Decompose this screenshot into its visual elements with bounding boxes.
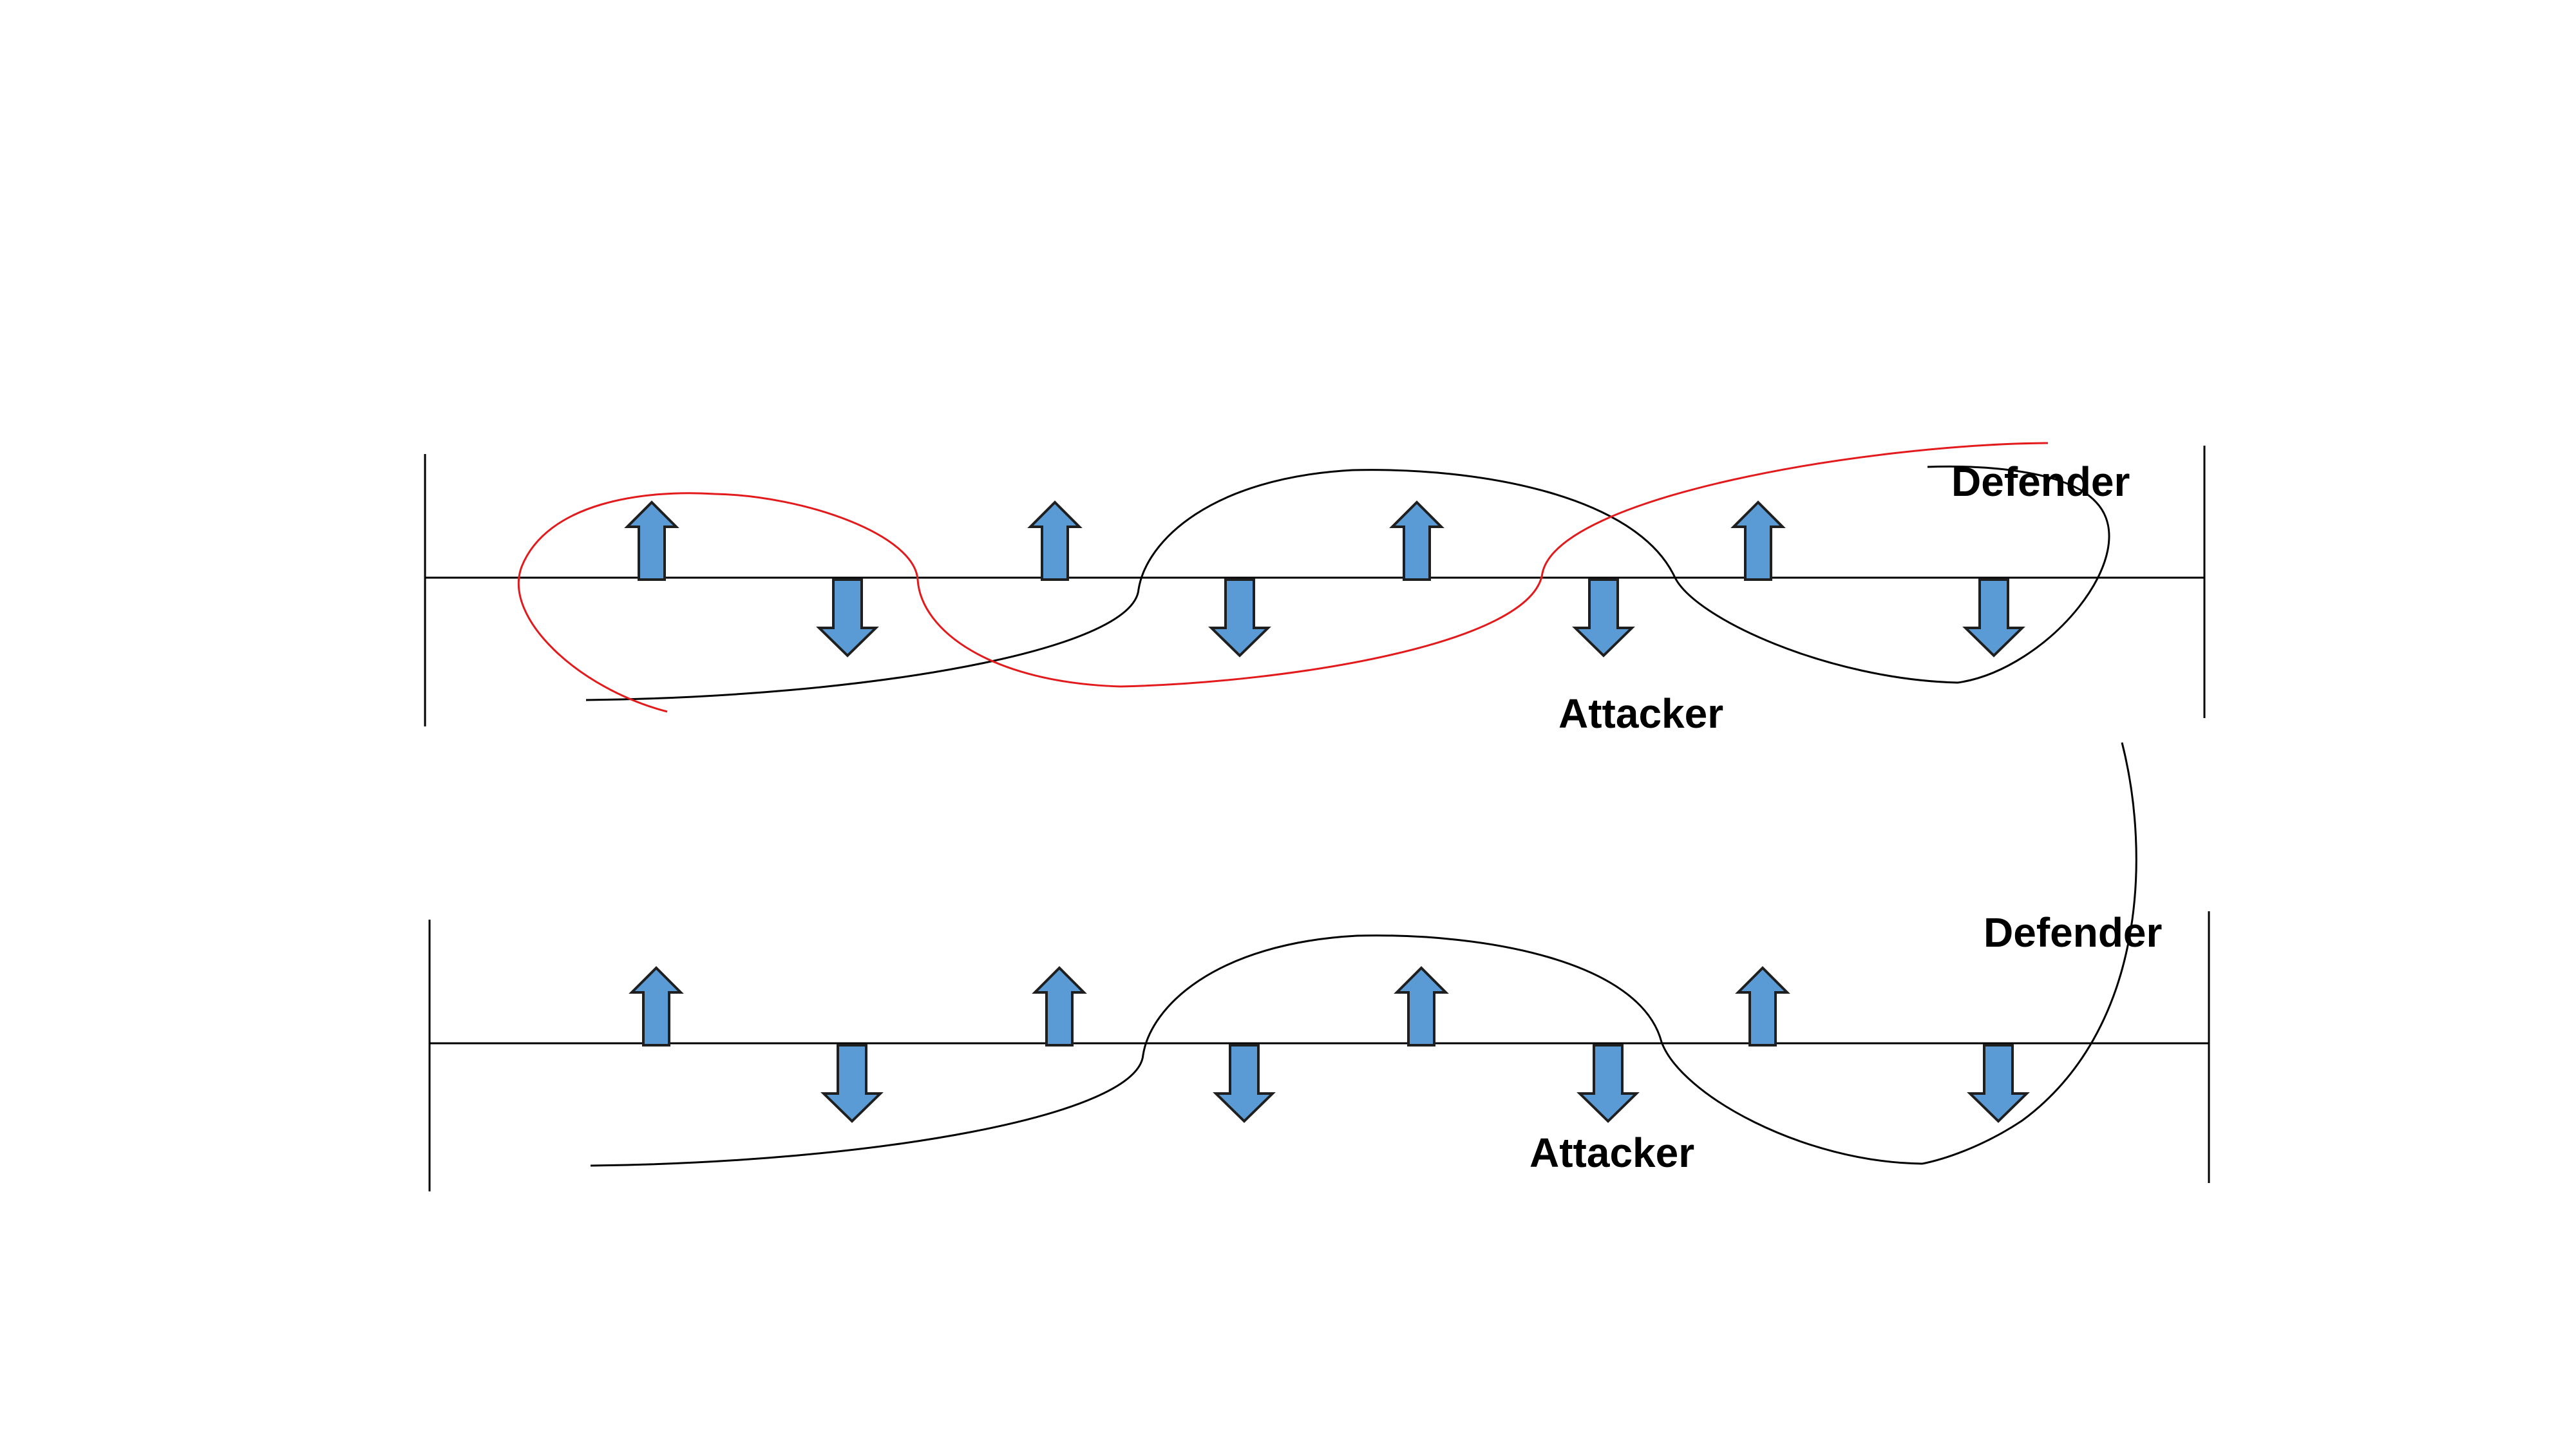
down-arrow-icon xyxy=(1967,1044,2030,1123)
top-arrow-up-3 xyxy=(1389,500,1444,581)
top-defender-label: Defender xyxy=(1951,459,2130,505)
top-arrow-up-2 xyxy=(1027,500,1083,581)
bottom-attacker-label: Attacker xyxy=(1530,1130,1694,1176)
connecting-curve xyxy=(1922,742,2137,1165)
down-arrow-icon xyxy=(1572,578,1635,658)
top-arrow-up-1 xyxy=(624,500,679,581)
bottom-arrow-up-4 xyxy=(1735,966,1790,1046)
down-arrow-icon xyxy=(1208,578,1271,658)
down-arrow-icon xyxy=(1213,1044,1276,1123)
bottom-arrow-down-1 xyxy=(820,1044,884,1123)
up-arrow-icon xyxy=(1730,500,1786,581)
top-arrow-down-1 xyxy=(816,578,879,658)
bottom-arrow-up-2 xyxy=(1032,966,1087,1046)
up-arrow-icon xyxy=(624,500,679,581)
up-arrow-icon xyxy=(1735,966,1790,1046)
up-arrow-icon xyxy=(1389,500,1444,581)
bottom-arrow-up-1 xyxy=(629,966,684,1046)
down-arrow-icon xyxy=(1962,578,2025,658)
top-attacker-path xyxy=(585,465,2110,701)
up-arrow-icon xyxy=(1032,966,1087,1046)
top-arrow-up-4 xyxy=(1730,500,1786,581)
top-arrow-down-4 xyxy=(1962,578,2025,658)
top-highlight-path xyxy=(517,442,2049,713)
down-arrow-icon xyxy=(820,1044,884,1123)
panel-bottom: Defender Attacker xyxy=(428,909,2210,1191)
top-arrow-down-3 xyxy=(1572,578,1635,658)
bottom-arrow-down-4 xyxy=(1967,1044,2030,1123)
bottom-arrow-up-3 xyxy=(1394,966,1449,1046)
bottom-attacker-path xyxy=(590,934,1923,1167)
up-arrow-icon xyxy=(1394,966,1449,1046)
down-arrow-icon xyxy=(1577,1044,1640,1123)
bottom-arrow-down-3 xyxy=(1577,1044,1640,1123)
down-arrow-icon xyxy=(816,578,879,658)
up-arrow-icon xyxy=(629,966,684,1046)
top-attacker-label: Attacker xyxy=(1558,690,1723,737)
bottom-arrow-down-2 xyxy=(1213,1044,1276,1123)
panel-top: Defender Attacker xyxy=(424,442,2206,737)
up-arrow-icon xyxy=(1027,500,1083,581)
top-arrow-down-2 xyxy=(1208,578,1271,658)
bottom-defender-label: Defender xyxy=(1984,909,2162,956)
